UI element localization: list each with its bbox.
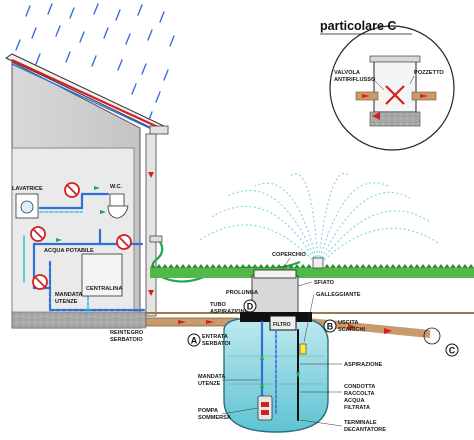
label-decanter-2: DECANTATORE [344,427,386,433]
label-tank-refill-1: REINTEGRO [110,330,144,336]
tank-extension [251,275,299,317]
label-pump-1: POMPA [198,408,218,414]
label-tank-refill-2: SERBATOIO [110,337,143,343]
label-filtered-pipe-4: FILTRATA [344,405,370,411]
leader-decanter [299,419,343,427]
label-washing-machine: LAVATRICE [12,186,43,192]
label-drinking-water: ACQUA POTABILE [44,248,94,254]
label-suction: ASPIRAZIONE [344,362,382,368]
tank-cover [253,269,297,279]
marker-c: C [445,343,459,357]
flow-arrows-inlet [178,320,214,324]
marker-b: B [323,319,337,333]
label-pump-2: SOMMERSA [198,415,231,421]
label-filtered-pipe-2: RACCOLTA [344,391,375,397]
detail-c-title: particolare C [320,19,396,33]
svg-text:D: D [247,302,254,312]
label-suction-pipe-1: TUBO [210,302,226,308]
toilet [107,193,129,219]
sprinkler-spray [199,172,441,267]
leader-detail-well [409,75,415,85]
label-outlet-1: USCITA [338,320,358,326]
roof-blue-line [11,63,159,133]
label-extension: PROLUNGA [226,290,258,296]
label-detail-valve-1: VALVOLA [334,70,360,76]
house-floor-slab [11,311,147,329]
svg-text:B: B [327,322,334,332]
inlet-pipe [145,317,239,327]
gutter [149,125,169,135]
detail-c-locator [423,327,441,345]
label-float: GALLEGGIANTE [316,292,361,298]
label-vent: SFIATO [314,280,335,286]
marker-a: A [187,333,201,347]
roof-water-line [11,59,161,129]
label-suction-pipe-2: ASPIRAZIONE [210,309,248,315]
submersible-pump [257,395,273,421]
leader-float [303,293,315,343]
label-filtered-pipe-3: ACQUA [344,398,365,404]
flow-arrows-house [56,186,106,242]
label-inlet-2: SERBATOI [202,341,231,347]
downpipe [145,133,157,317]
filter-box [269,315,297,331]
leader-cover [281,257,291,271]
label-filtered-pipe-1: CONDOTTA [344,384,375,390]
label-house-user-supply-2: UTENZE [55,299,78,305]
leader-vent [297,281,313,287]
label-detail-valve-2: ANTIRIFLUSSO [334,77,376,83]
marker-d: D [243,299,257,313]
label-inlet-1: ENTRATA [202,334,228,340]
svg-text:C: C [449,346,456,356]
label-tank-user-supply-2: UTENZE [198,381,221,387]
label-outlet-2: SCARICHI [338,327,365,333]
no-drinking-icon [30,182,132,290]
detail-c-well [355,55,437,127]
label-control-unit: CENTRALINA [86,286,122,292]
label-tank-user-supply-1: MANDATA [198,374,225,380]
control-unit [81,253,123,297]
label-detail-well: POZZETTO [414,70,444,76]
lawn [150,264,474,278]
svg-text:A: A [191,336,198,346]
downpipe-arrows [148,172,154,296]
flow-arrows-outlet [348,324,392,334]
label-cover: COPERCHIO [272,252,307,258]
float-switch [299,343,307,355]
leader-pump [221,407,259,415]
sprinkler-head [312,257,324,269]
label-decanter-1: TERMINALE [344,420,377,426]
label-filter: FILTRO [273,322,291,328]
washing-machine [15,193,39,219]
label-wc: W.C. [110,184,123,190]
leader-detail-valve [371,77,385,91]
label-house-user-supply-1: MANDATA [55,292,82,298]
flow-arrows-tank [260,354,300,388]
